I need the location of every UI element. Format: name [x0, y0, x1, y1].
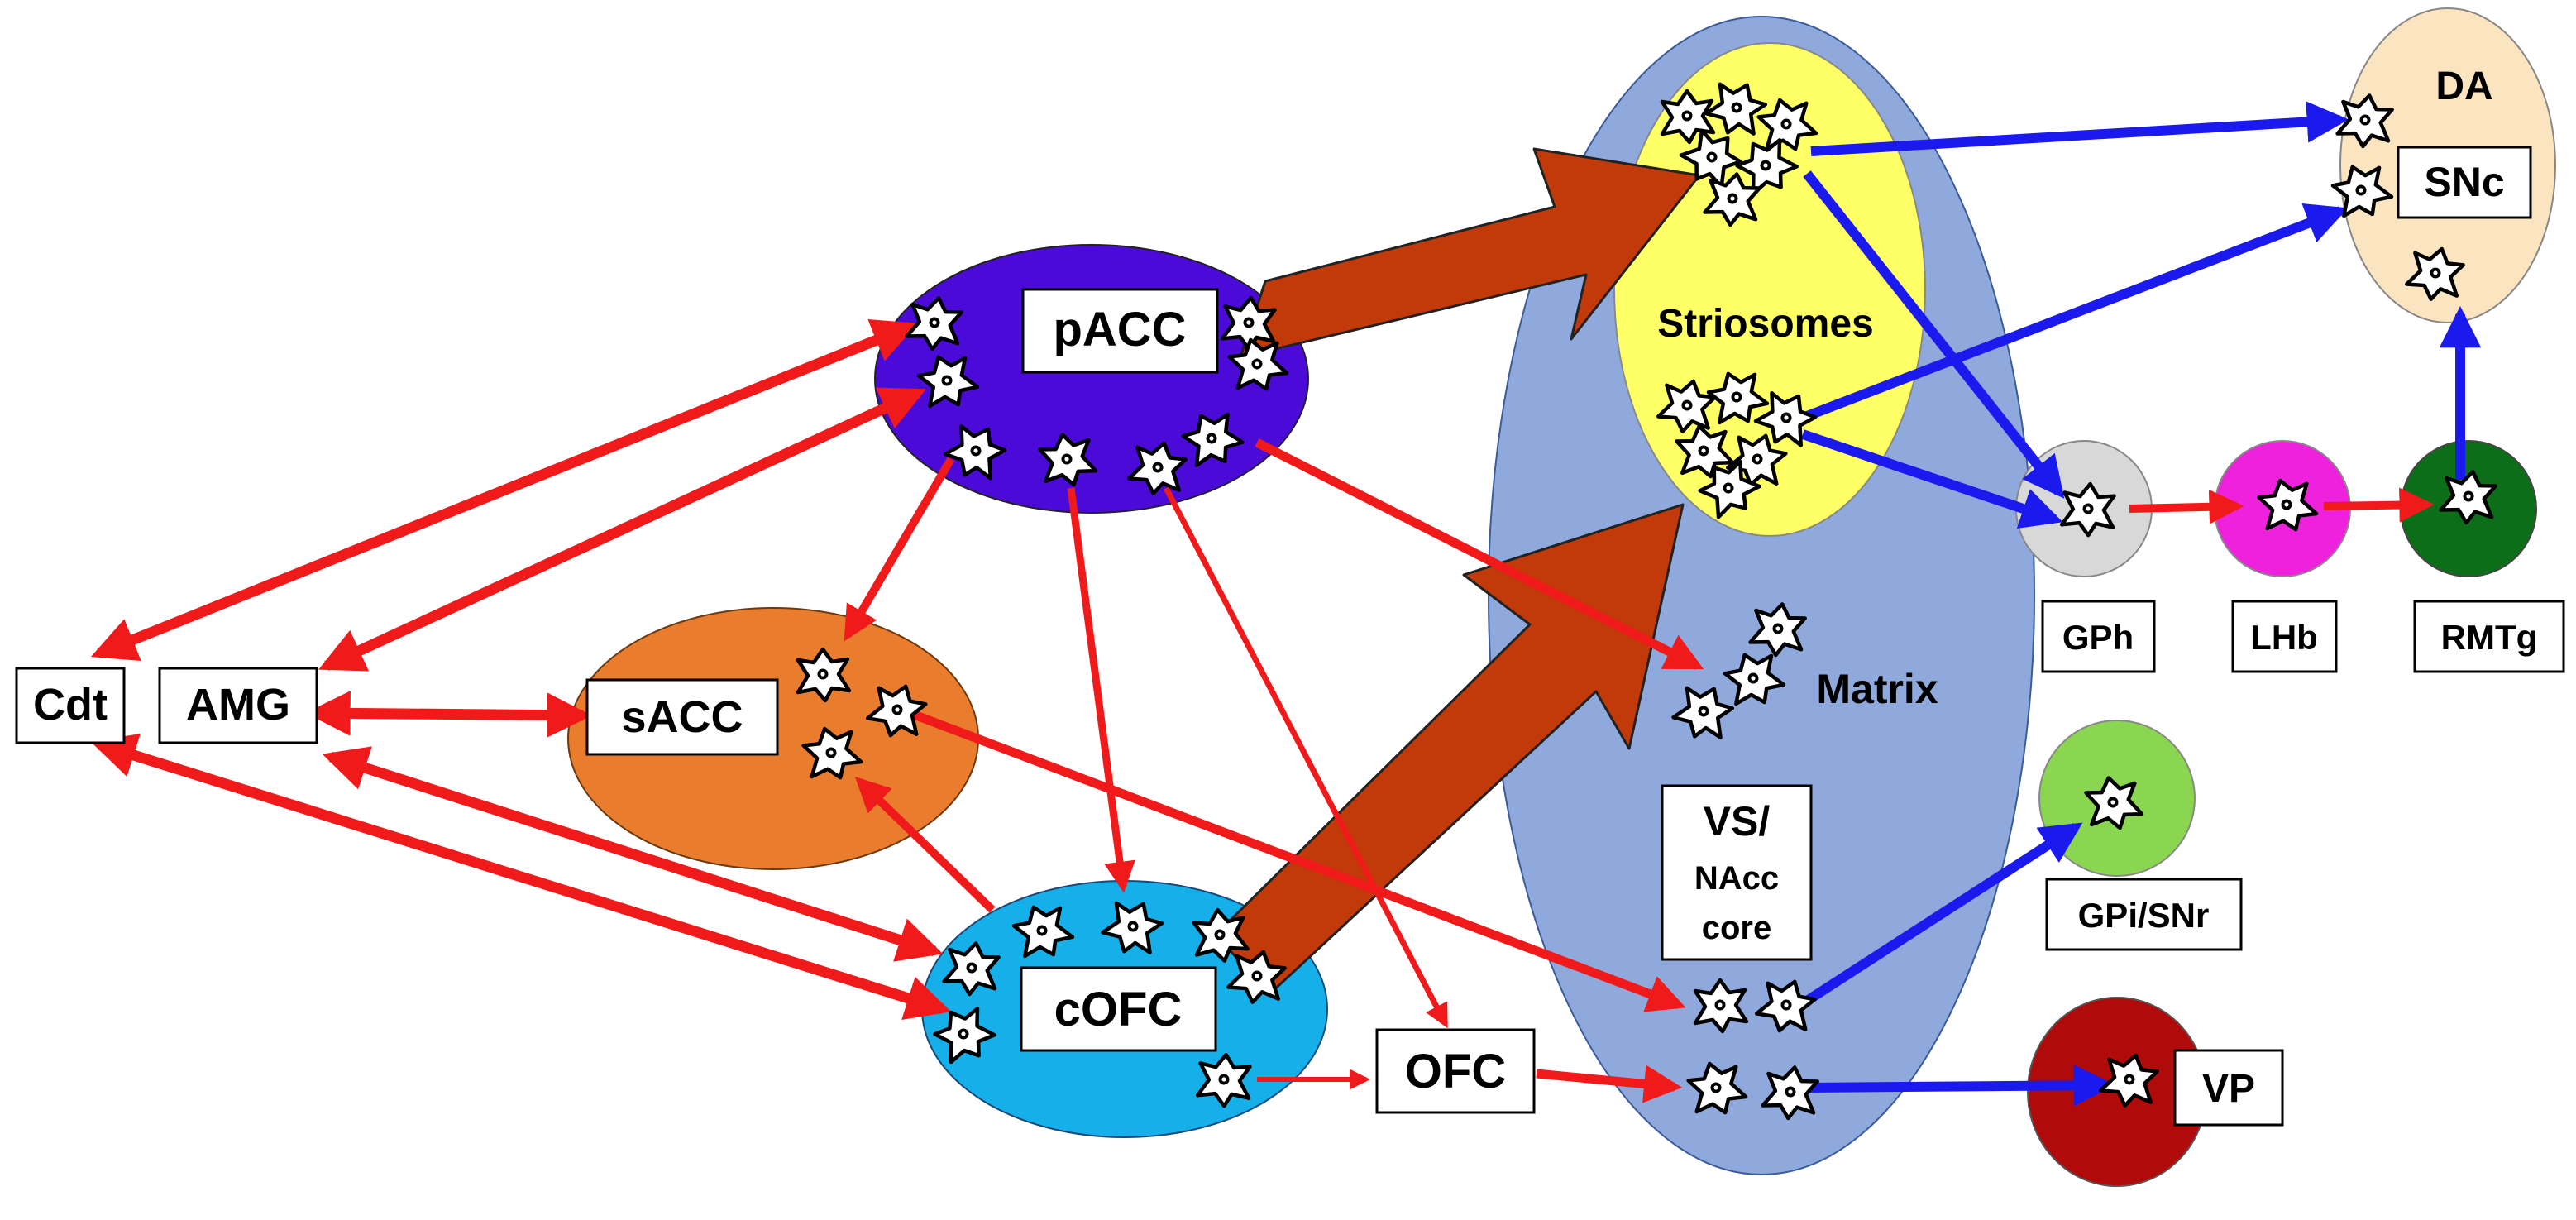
amg-label: AMG — [186, 680, 290, 730]
arrow-ofc-vs — [1536, 1065, 1683, 1103]
rmtg-label-box — [2413, 600, 2565, 673]
ofc-label-box — [1375, 1028, 1536, 1114]
vs-label-line1: VS/ — [1704, 798, 1771, 844]
arrow-striosomes-gph-lower — [1801, 429, 2063, 529]
vs-label-line2: NAcc — [1694, 860, 1779, 897]
arrow-gph-lhb — [2129, 489, 2244, 524]
label-boxes — [15, 146, 2565, 1127]
arrow-sacc-vs — [908, 708, 1686, 1012]
gpi-snr-label: GPi/SNr — [2078, 896, 2210, 935]
cofc-label: cOFC — [1054, 983, 1183, 1036]
arrow-lhb-rmtg — [2323, 487, 2435, 523]
lhb-label-box — [2231, 600, 2338, 673]
arrow-pacc-amg — [318, 387, 926, 672]
cofc-label-box — [1020, 966, 1217, 1052]
da-label: DA — [2435, 65, 2492, 108]
rmtg-label: RMTg — [2441, 618, 2538, 657]
matrix-label: Matrix — [1816, 666, 1938, 712]
gph-label-box — [2041, 600, 2156, 673]
red-arrows — [90, 319, 2435, 1103]
snc-label-box — [2397, 146, 2532, 219]
sacc-label-box — [585, 678, 779, 756]
amg-label-box — [158, 667, 318, 744]
arrow-striosomes-gph-upper — [1803, 170, 2065, 499]
arrow-cofc-sacc — [854, 777, 996, 913]
gpi-snr-label-box — [2045, 878, 2243, 951]
arrow-pacc-matrix — [1255, 438, 1704, 670]
pacc-label-box — [1021, 288, 1219, 374]
arrow-vs-gpi-snr — [1804, 822, 2083, 1006]
arrow-striosomes-snc-lower — [1800, 203, 2349, 423]
vp-label: VP — [2202, 1067, 2255, 1111]
striosomes-label: Striosomes — [1657, 302, 1873, 346]
pacc-to-striosomes-arrow — [1239, 147, 1701, 359]
gph-label: GPh — [2062, 618, 2134, 657]
arrow-striosomes-snc-upper — [1810, 101, 2349, 156]
arrow-pacc-ofc — [1163, 486, 1449, 1029]
vs-label-line3: core — [1702, 910, 1772, 946]
vp-label-box — [2173, 1049, 2284, 1127]
pacc-label: pACC — [1053, 303, 1186, 356]
arrow-pacc-sacc — [844, 457, 955, 642]
ofc-label: OFC — [1405, 1045, 1506, 1098]
snc-label: SNc — [2424, 159, 2504, 205]
blue-arrows — [1800, 101, 2482, 1107]
vs-label-box — [1661, 784, 1813, 961]
arrow-pacc-cdt — [90, 319, 919, 661]
sacc-label: sACC — [621, 692, 743, 742]
arrow-amg-cofc — [322, 746, 944, 962]
cdt-label-box — [15, 667, 126, 744]
cdt-label: Cdt — [33, 680, 108, 730]
lhb-label: LHb — [2250, 618, 2318, 657]
arrow-vs-vp — [1806, 1065, 2116, 1107]
text-labels: Cdt AMG sACC pACC cOFC OFC Striosomes Ma… — [33, 65, 2537, 1111]
arrow-amg-sacc — [305, 691, 592, 738]
arrow-pacc-cofc — [1067, 487, 1135, 893]
